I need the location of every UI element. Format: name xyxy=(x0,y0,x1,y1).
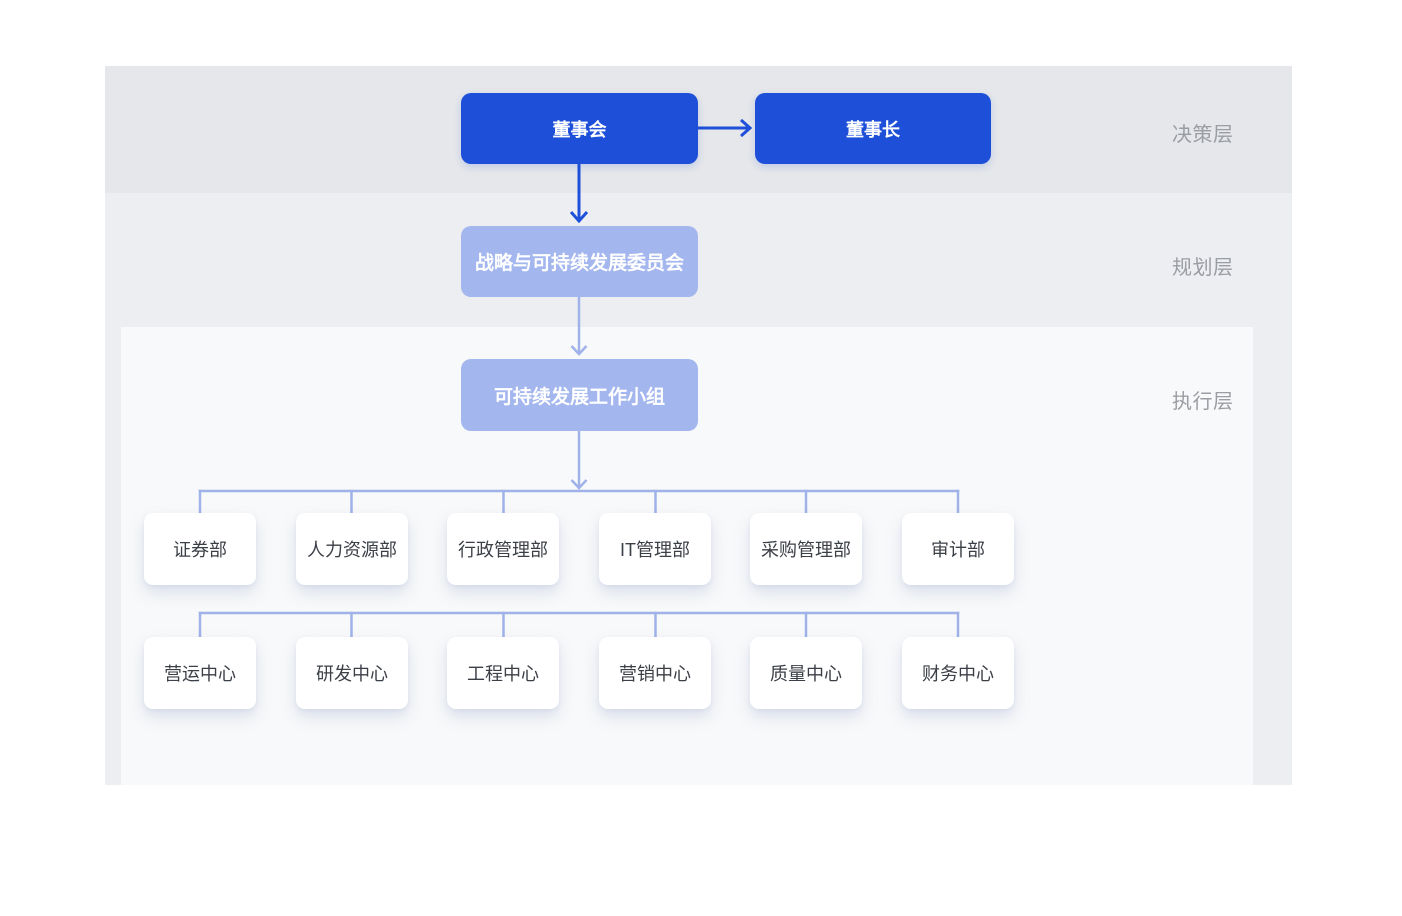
node-committee: 战略与可持续发展委员会 xyxy=(461,226,698,297)
node-department-it: IT管理部 xyxy=(599,513,711,585)
node-chairman: 董事长 xyxy=(755,93,991,164)
node-center-finance: 财务中心 xyxy=(902,637,1014,709)
node-department-hr: 人力资源部 xyxy=(296,513,408,585)
node-department-securities: 证券部 xyxy=(144,513,256,585)
node-center-engineering: 工程中心 xyxy=(447,637,559,709)
execution-layer-label: 执行层 xyxy=(1172,391,1234,413)
decision-layer-band xyxy=(105,66,1292,193)
node-center-rnd: 研发中心 xyxy=(296,637,408,709)
node-department-procurement: 采购管理部 xyxy=(750,513,862,585)
node-department-administration: 行政管理部 xyxy=(447,513,559,585)
node-board: 董事会 xyxy=(461,93,698,164)
node-center-operations: 营运中心 xyxy=(144,637,256,709)
node-department-audit: 审计部 xyxy=(902,513,1014,585)
planning-layer-label: 规划层 xyxy=(1172,257,1234,279)
node-center-quality: 质量中心 xyxy=(750,637,862,709)
decision-layer-label: 决策层 xyxy=(1172,124,1234,146)
node-working-group: 可持续发展工作小组 xyxy=(461,359,698,431)
node-center-marketing: 营销中心 xyxy=(599,637,711,709)
